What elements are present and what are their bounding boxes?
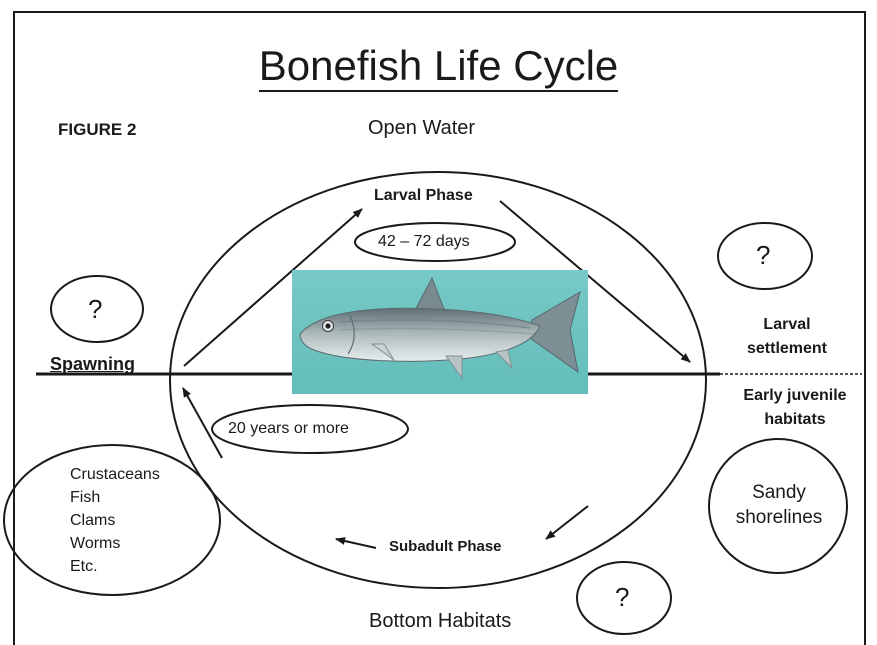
larval-duration-label: 42 – 72 days [378, 233, 470, 251]
juvenile-line-2: habitats [728, 408, 862, 432]
bottom-habitats-label: Bottom Habitats [369, 610, 511, 633]
bottom-unknown-mark: ? [615, 582, 629, 613]
sandy-line-2: shorelines [714, 505, 844, 530]
juvenile-line-1: Early juvenile [728, 384, 862, 408]
sandy-line-1: Sandy [714, 480, 844, 505]
diet-item: Etc. [70, 558, 98, 576]
settlement-line-2: settlement [732, 337, 842, 361]
arrow-subadult-to-adult [336, 539, 376, 548]
sandy-shorelines-label: Sandy shorelines [714, 480, 844, 530]
open-water-label: Open Water [368, 117, 475, 140]
settlement-line-1: Larval [732, 313, 842, 337]
diet-item: Crustaceans [70, 466, 160, 484]
bonefish-photo [292, 270, 588, 394]
diagram-title: Bonefish Life Cycle [0, 42, 877, 90]
larval-settlement-label: Larval settlement [732, 313, 842, 361]
maturation-time-label: 20 years or more [228, 420, 349, 438]
spawning-unknown-mark: ? [88, 294, 102, 325]
subadult-phase-label: Subadult Phase [389, 538, 502, 555]
diet-item: Worms [70, 535, 120, 553]
diet-item: Clams [70, 512, 115, 530]
figure-label: FIGURE 2 [58, 120, 136, 140]
early-juvenile-label: Early juvenile habitats [728, 384, 862, 432]
larval-phase-label: Larval Phase [374, 187, 473, 205]
title-text: Bonefish Life Cycle [259, 42, 619, 92]
settlement-unknown-mark: ? [756, 240, 770, 271]
diet-item: Fish [70, 489, 100, 507]
arrow-juvenile-to-subadult [546, 506, 588, 539]
spawning-label: Spawning [50, 354, 135, 375]
